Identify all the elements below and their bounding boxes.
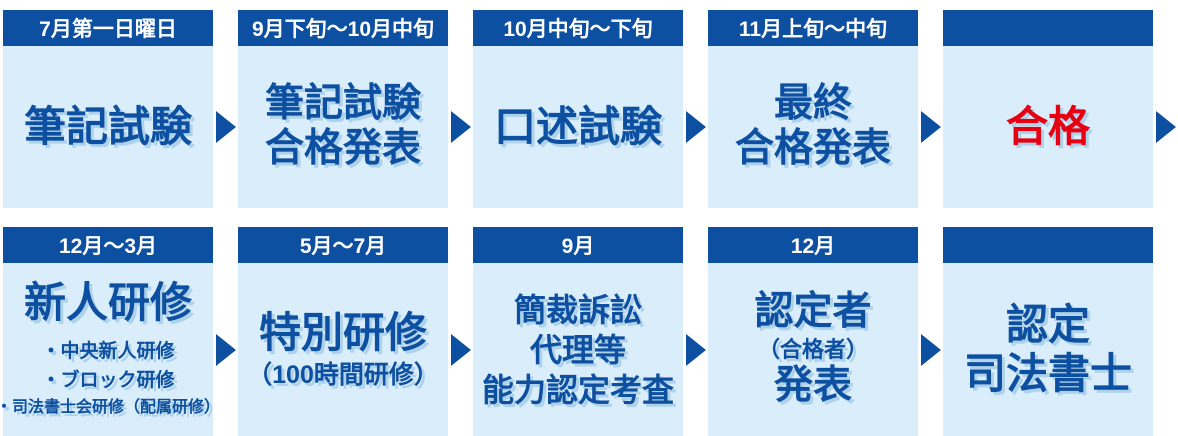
flow-row-training: 12月～3月 新人研修 ・中央新人研修 ・ブロック研修 ・司法書士会研修（配属研…	[0, 227, 1153, 436]
arrow-right-icon	[215, 333, 236, 366]
arrow-right-icon	[685, 111, 706, 143]
step-date-label: 12月	[708, 227, 918, 263]
step-new-trainee-training: 12月～3月 新人研修 ・中央新人研修 ・ブロック研修 ・司法書士会研修（配属研…	[0, 227, 220, 436]
step-certification-exam: 9月 簡裁訴訟 代理等 能力認定考査	[473, 227, 683, 436]
step-subtitle: （100時間研修）	[247, 361, 439, 390]
arrow-right-icon	[1155, 111, 1176, 143]
step-title-line2: 合格発表	[264, 127, 421, 170]
arrow-right-icon	[215, 111, 236, 143]
step-title-line3: 能力認定考査	[481, 371, 674, 408]
step-date-label: 12月～3月	[3, 227, 213, 263]
bullet-item: ・司法書士会研修（配属研修）	[0, 398, 221, 416]
arrow-right-icon	[450, 111, 471, 143]
step-pass: 合格	[943, 10, 1153, 208]
step-title-line2: 合格発表	[734, 127, 891, 170]
step-date-label	[943, 227, 1153, 263]
training-bullet-list: ・中央新人研修 ・ブロック研修 ・司法書士会研修（配属研修）	[0, 337, 220, 421]
step-title-line2: 代理等	[529, 331, 626, 368]
step-title: 認定者	[754, 290, 872, 333]
step-date-label: 7月第一日曜日	[3, 10, 213, 46]
step-certified-announcement: 12月 認定者 （合格者） 発表	[708, 227, 918, 436]
step-title-line2: 司法書士	[963, 349, 1132, 397]
flow-row-exam: 7月第一日曜日 筆記試験 9月下旬～10月中旬 筆記試験 合格発表 10月中旬～…	[3, 10, 1178, 208]
step-written-exam-results: 9月下旬～10月中旬 筆記試験 合格発表	[238, 10, 448, 208]
step-title-pass: 合格	[1005, 102, 1090, 150]
bullet-item: ・ブロック研修	[41, 370, 175, 392]
step-certified-shiho-shoshi: 認定 司法書士	[943, 227, 1153, 436]
step-title: 特別研修	[258, 308, 427, 356]
step-title: 認定	[1005, 301, 1090, 349]
arrow-right-icon	[685, 333, 706, 366]
step-title: 口述試験	[493, 102, 662, 150]
arrow-right-icon	[920, 111, 941, 143]
step-subtitle: （合格者）	[757, 336, 868, 362]
step-title-line2: 発表	[773, 364, 852, 408]
step-written-exam: 7月第一日曜日 筆記試験	[3, 10, 213, 208]
step-final-results: 11月上旬～中旬 最終 合格発表	[708, 10, 918, 208]
step-date-label: 9月下旬～10月中旬	[238, 10, 448, 46]
step-title: 簡裁訴訟	[513, 291, 642, 328]
step-title: 最終	[773, 82, 852, 126]
step-date-label	[943, 10, 1153, 46]
step-date-label: 10月中旬～下旬	[473, 10, 683, 46]
step-title: 筆記試験	[23, 102, 192, 150]
step-special-training: 5月～7月 特別研修 （100時間研修）	[238, 227, 448, 436]
step-date-label: 11月上旬～中旬	[708, 10, 918, 46]
step-date-label: 5月～7月	[238, 227, 448, 263]
step-title: 新人研修	[23, 278, 192, 326]
step-oral-exam: 10月中旬～下旬 口述試験	[473, 10, 683, 208]
bullet-item: ・中央新人研修	[41, 340, 175, 362]
arrow-right-icon	[920, 333, 941, 366]
arrow-right-icon	[450, 333, 471, 366]
step-title: 筆記試験	[264, 82, 421, 126]
step-date-label: 9月	[473, 227, 683, 263]
